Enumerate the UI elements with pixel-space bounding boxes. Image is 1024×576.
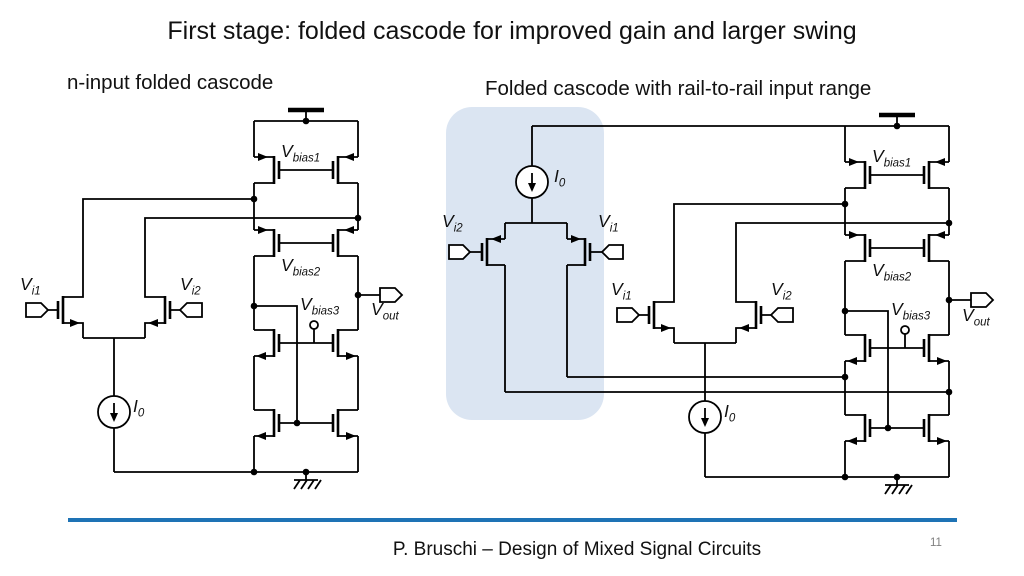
right-rail-to-rail-circuit: [448, 115, 993, 494]
label-vbias3-left: Vbias3: [300, 294, 340, 318]
label-vi1-right: Vi1: [611, 279, 632, 303]
right-circuit-caption: Folded cascode with rail-to-rail input r…: [485, 77, 872, 100]
label-vi2-right: Vi2: [771, 279, 792, 303]
footer-divider-line: [68, 518, 957, 522]
left-folded-cascode-circuit: [26, 110, 402, 489]
label-vi2-left: Vi2: [180, 274, 201, 298]
label-vbias2-right: Vbias2: [872, 260, 912, 284]
slide-title: First stage: folded cascode for improved…: [167, 17, 857, 45]
label-i0-left: I0: [133, 396, 145, 420]
page-number: 11: [930, 537, 942, 549]
label-vbias1-right: Vbias1: [872, 146, 912, 170]
label-vi1-left: Vi1: [20, 274, 41, 298]
label-vbias2-left: Vbias2: [281, 255, 321, 279]
footer-text: P. Bruschi – Design of Mixed Signal Circ…: [392, 539, 762, 560]
pmos-input-pair: [448, 125, 953, 396]
label-vout-right: Vout: [962, 305, 990, 329]
label-vbias3-right: Vbias3: [891, 299, 931, 323]
label-pmos-vi1-right: Vi1: [598, 211, 619, 235]
rail-to-rail-highlight: [446, 107, 604, 420]
label-vout-left: Vout: [371, 299, 399, 323]
label-i0-right: I0: [724, 401, 736, 425]
label-i0-top-right: I0: [554, 166, 566, 190]
left-circuit-caption: n-input folded cascode: [67, 71, 274, 94]
label-pmos-vi2-right: Vi2: [442, 211, 463, 235]
label-vbias1-left: Vbias1: [281, 141, 321, 165]
